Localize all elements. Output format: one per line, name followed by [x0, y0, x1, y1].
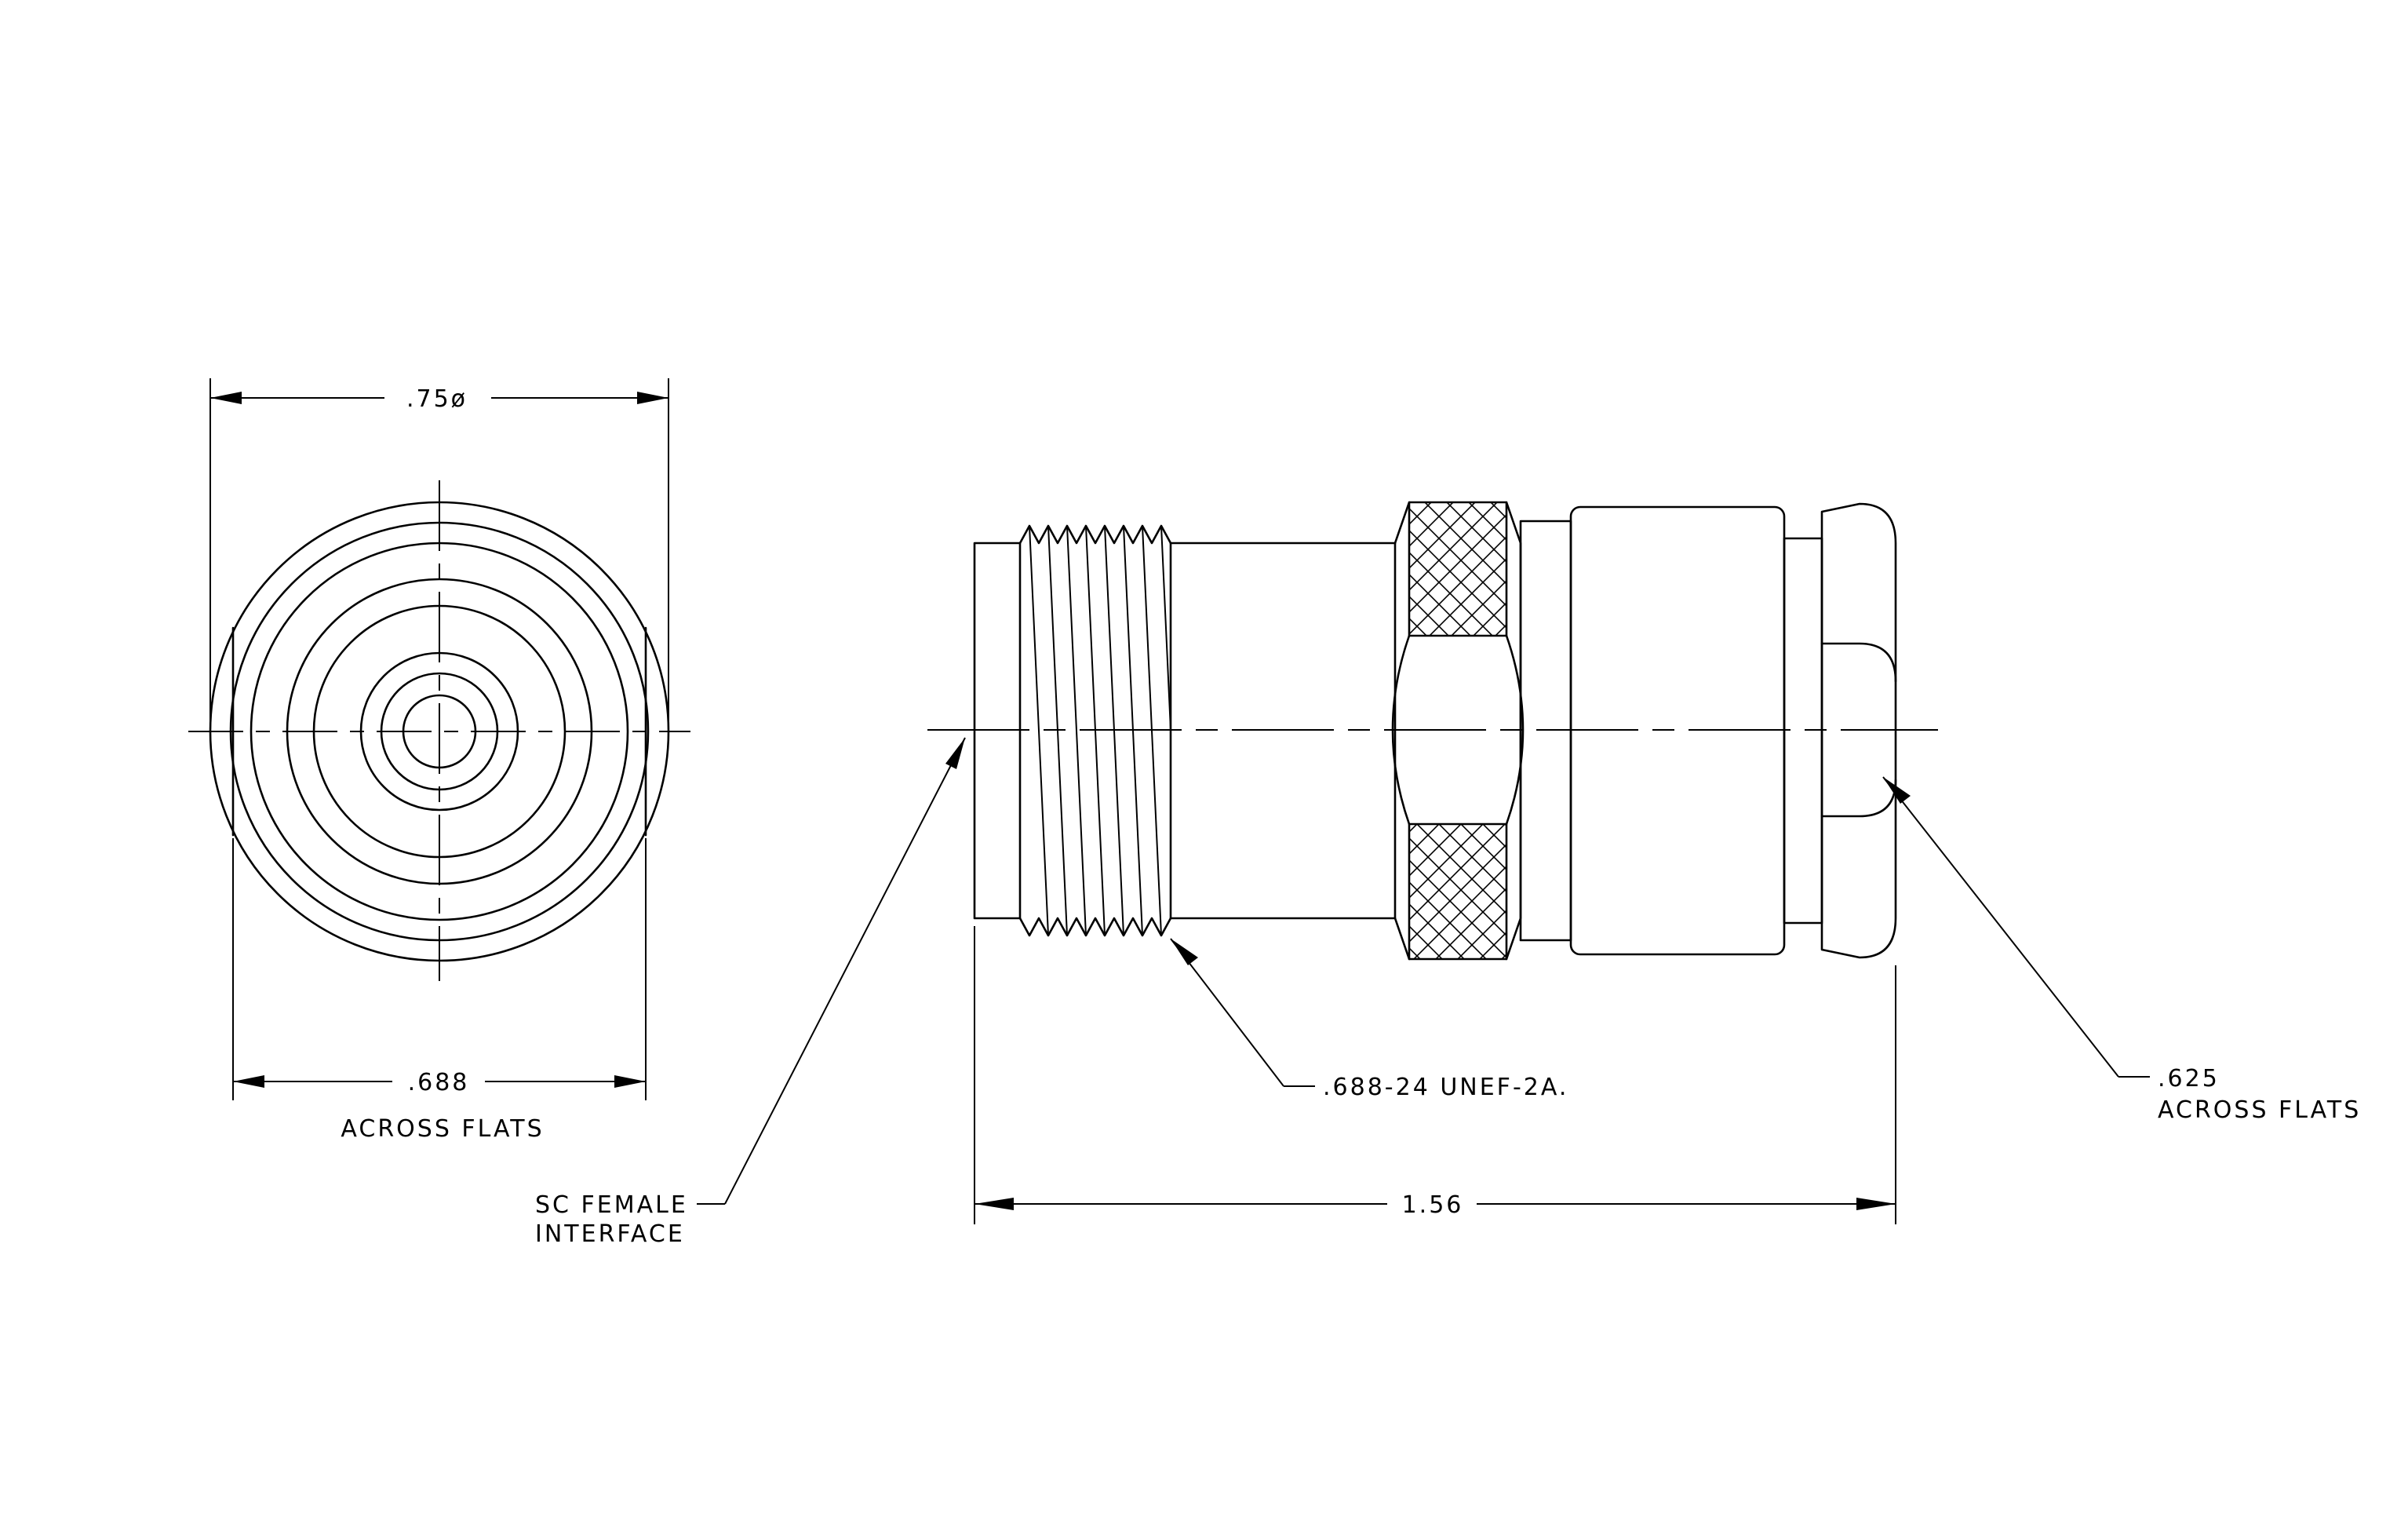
thread-spec-label: .688-24 UNEF-2A. [1323, 1074, 1568, 1101]
dimension-688-across-flats: .688 ACROSS FLATS [232, 838, 647, 1143]
interface-label-line1: SC FEMALE [535, 1191, 688, 1219]
dimension-750-diameter: .75ø [209, 378, 669, 726]
dim-label-750: .75ø [406, 385, 468, 413]
end-view [188, 480, 690, 981]
dim-label-688: .688 [408, 1069, 470, 1096]
dim-label-156: 1.56 [1402, 1191, 1464, 1219]
hex-625-value: .625 [2158, 1065, 2220, 1092]
hex-625-across-flats: ACROSS FLATS [2158, 1096, 2361, 1124]
dimension-156-length: 1.56 [974, 926, 1896, 1224]
dim-label-688-across-flats: ACROSS FLATS [341, 1115, 544, 1143]
thread-callout: .688-24 UNEF-2A. [1170, 938, 1568, 1101]
interface-callout: SC FEMALE INTERFACE [535, 737, 966, 1248]
hex-625-callout: .625 ACROSS FLATS [1882, 776, 2361, 1124]
interface-label-line2: INTERFACE [535, 1220, 685, 1248]
side-view [927, 501, 1938, 961]
